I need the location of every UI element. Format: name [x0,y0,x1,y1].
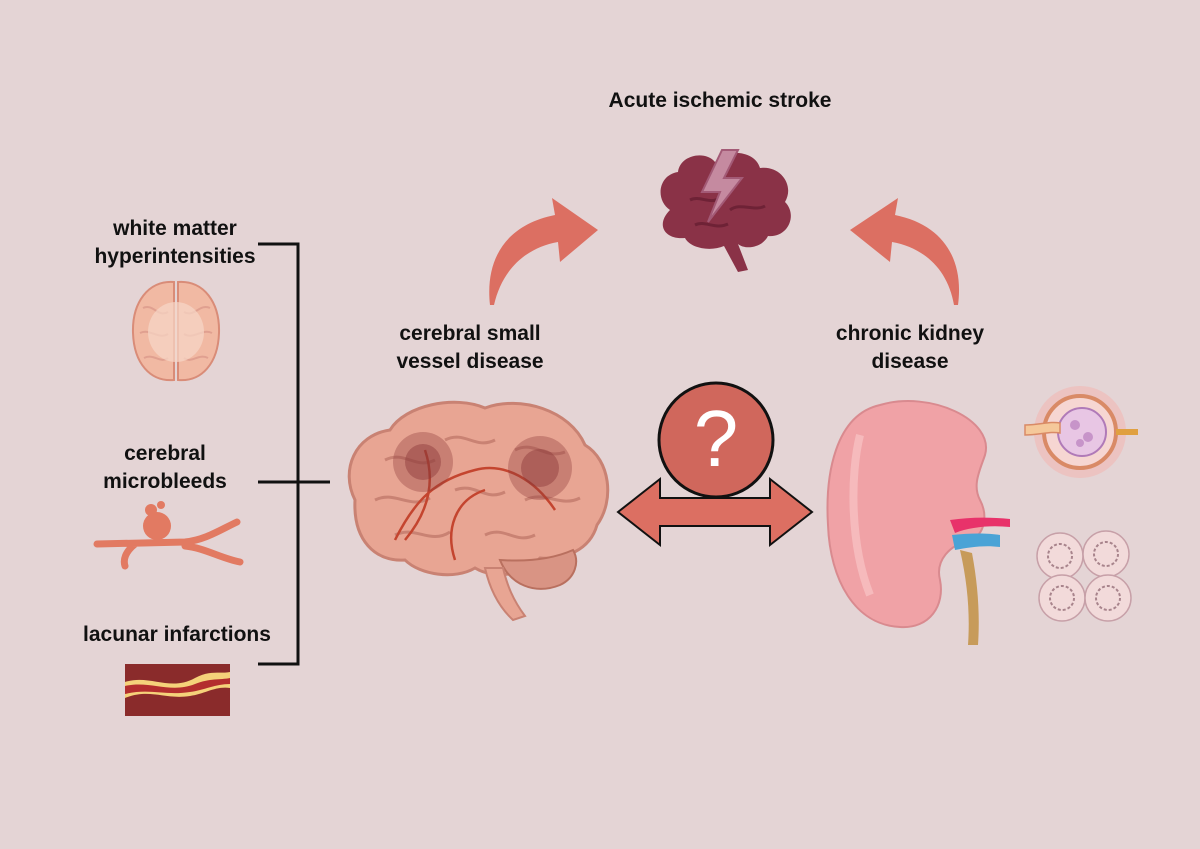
csvd-label: cerebral small vessel disease [396,322,544,373]
narrowed-artery-icon [125,664,230,716]
marker-bracket [258,242,330,666]
glomerulus-icon [1024,386,1138,478]
question-mark: ? [693,394,739,483]
stroke-title: Acute ischemic stroke [608,89,832,112]
double-arrow-icon [616,476,814,548]
lacunar-label: lacunar infarctions [83,623,271,646]
arrow-csvd-to-stroke [489,198,598,305]
cmb-label: cerebral microbleeds [103,442,227,493]
arrow-ckd-to-stroke [850,198,960,305]
brain-with-lesions-icon [347,400,610,622]
wmh-label: white matter hyperintensities [94,217,256,268]
brain-lightning-icon [660,149,791,272]
ckd-label: chronic kidney disease [835,322,985,373]
brain-top-view-icon [131,280,221,382]
tubules-cross-section-icon [1036,530,1132,622]
kidney-icon [826,400,1010,645]
vessel-microbleed-icon [93,501,244,570]
